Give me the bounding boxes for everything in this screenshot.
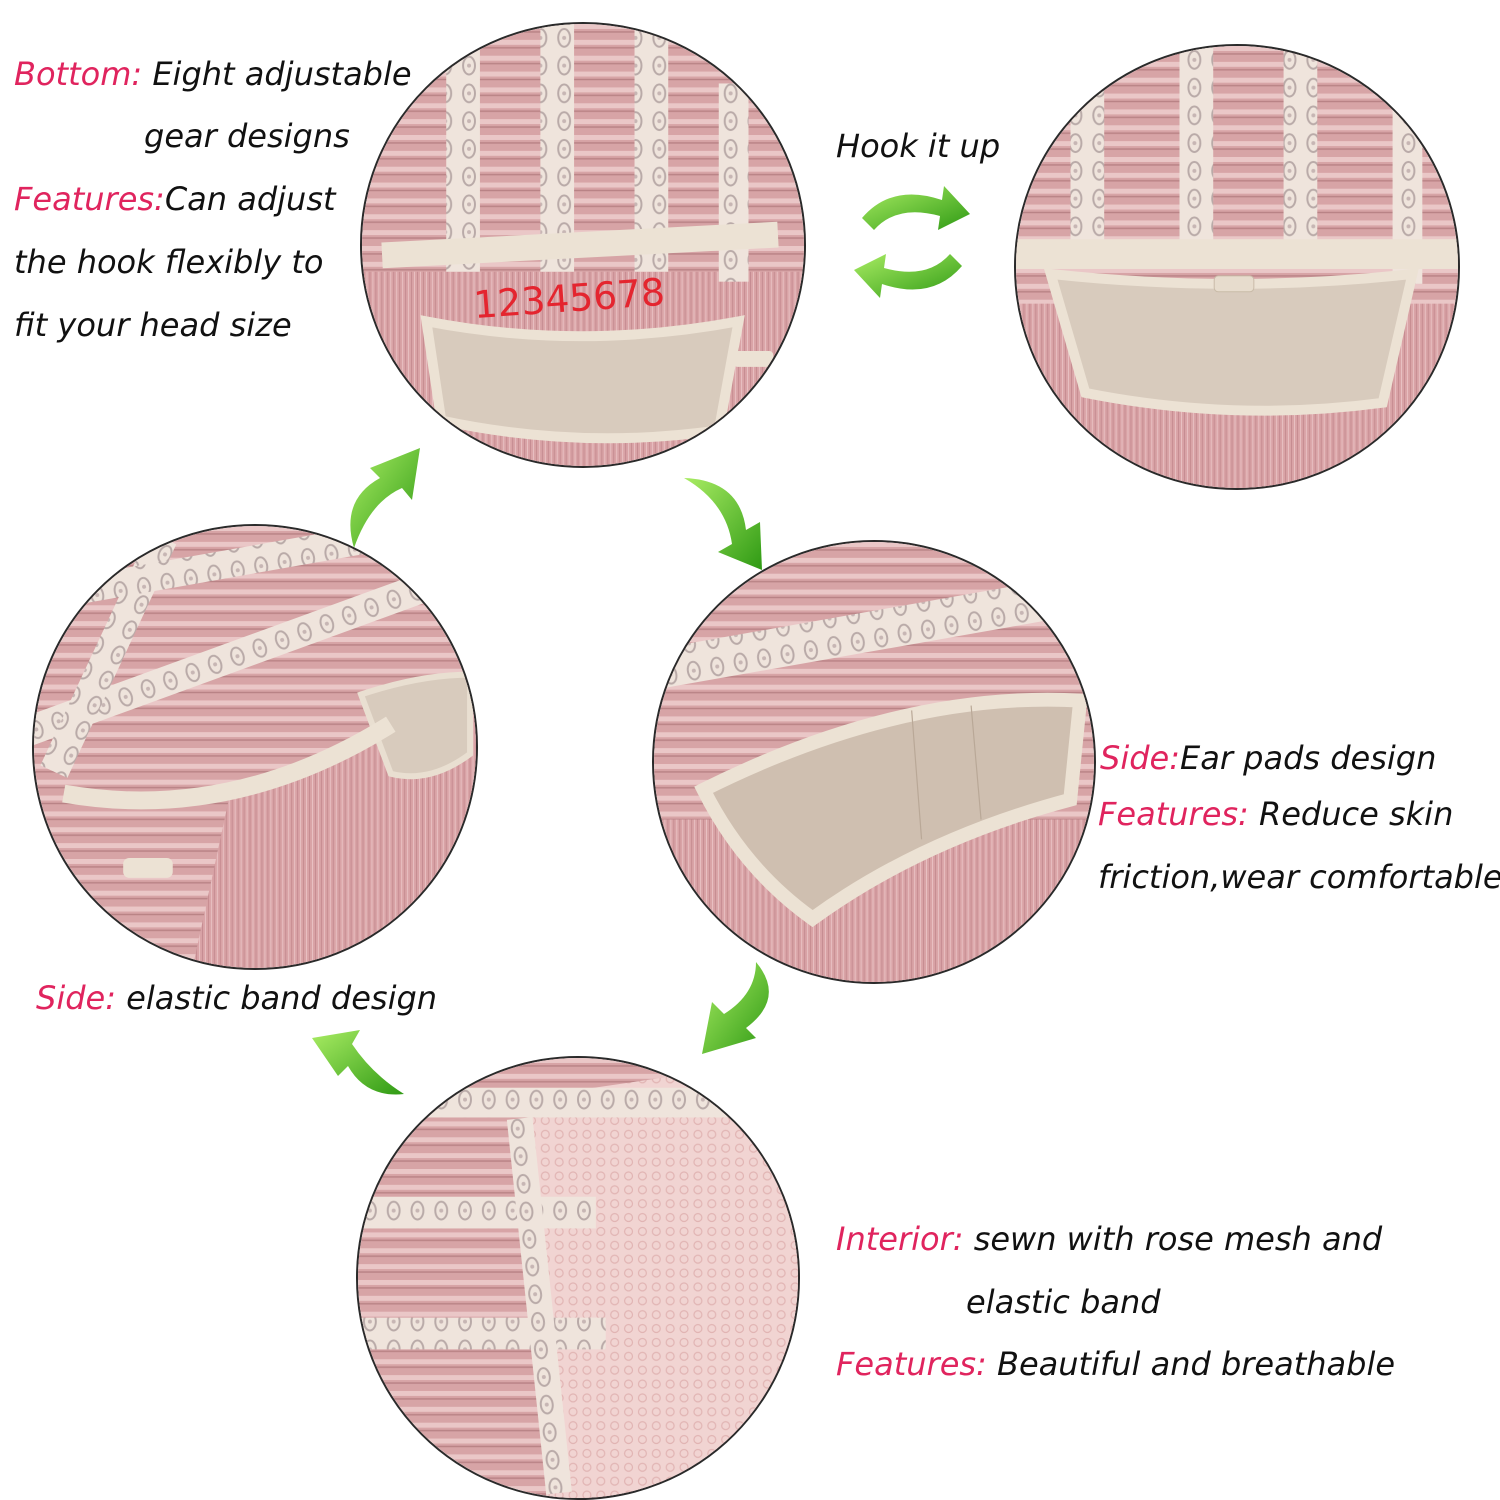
wig-interior-illustration (358, 1058, 798, 1498)
side-ear-features-line: Features: Reduce skin (1098, 798, 1453, 830)
wig-hooked-illustration (1016, 46, 1458, 488)
wig-ear-pad-illustration (654, 542, 1094, 982)
swap-arrows-icon (854, 186, 970, 298)
wig-hooked-photo (1014, 44, 1460, 490)
interior-features-line: Features: Beautiful and breathable (836, 1348, 1395, 1380)
bottom-text-line2: gear designs (144, 117, 350, 155)
wig-elastic-photo (32, 524, 478, 970)
bottom-text-line1: Eight adjustable (142, 55, 412, 93)
side-ear-label: Side: (1100, 739, 1180, 777)
curved-arrow-left-icon (312, 1030, 404, 1095)
side-ear-line: Side:Ear pads design (1100, 742, 1436, 774)
side-ear-features-line1: Reduce skin (1248, 795, 1454, 833)
side-elastic-line: Side: elastic band design (36, 982, 437, 1014)
curved-arrow-up-icon (350, 448, 420, 548)
bottom-label-line: Bottom: Eight adjustable (14, 58, 412, 90)
bottom-features-line2: the hook flexibly to (14, 243, 324, 281)
curved-arrow-down-right-icon (684, 478, 762, 570)
bottom-label: Bottom: (14, 55, 143, 93)
side-ear-features-label: Features: (1098, 795, 1249, 833)
wig-interior-photo (356, 1056, 800, 1500)
bottom-features-line: Features:Can adjust (14, 183, 336, 215)
bottom-features-line3: fit your head size (14, 306, 292, 344)
side-ear-text: Ear pads design (1179, 739, 1437, 777)
hook-caption: Hook it up (836, 127, 1001, 165)
side-elastic-label: Side: (36, 979, 116, 1017)
interior-line: Interior: sewn with rose mesh and (836, 1223, 1382, 1255)
side-elastic-text: elastic band design (115, 979, 438, 1017)
interior-text-line1: sewn with rose mesh and (963, 1220, 1383, 1258)
curved-arrow-down-icon (702, 962, 769, 1054)
side-ear-features-line2: friction,wear comfortable (1098, 858, 1500, 896)
bottom-features-line1: Can adjust (164, 180, 336, 218)
wig-ear-pad-photo (652, 540, 1096, 984)
interior-label: Interior: (836, 1220, 964, 1258)
wig-elastic-illustration (34, 526, 476, 968)
wig-bottom-photo: 12345678 (360, 22, 806, 468)
bottom-features-label: Features: (14, 180, 165, 218)
interior-text-line2: elastic band (966, 1283, 1161, 1321)
interior-features-label: Features: (836, 1345, 987, 1383)
wig-bottom-illustration: 12345678 (362, 24, 804, 466)
interior-features-line1: Beautiful and breathable (986, 1345, 1396, 1383)
